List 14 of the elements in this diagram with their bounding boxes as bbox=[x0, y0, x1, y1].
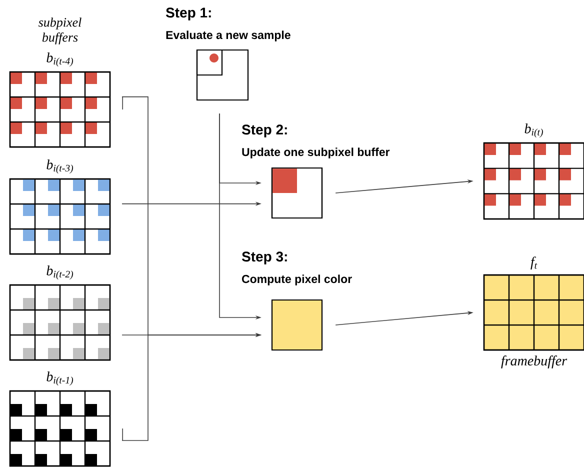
buffer-label: b$_{i(t-2)}$ bbox=[46, 266, 74, 280]
step-heading: Step 2: bbox=[242, 124, 287, 138]
buffer-label: b$_{i(t-3)}$ bbox=[46, 160, 74, 174]
step-description: Update one subpixel buffer bbox=[242, 148, 390, 158]
buffer-caption: framebuffer bbox=[501, 356, 568, 368]
step-heading: Step 3: bbox=[242, 252, 287, 264]
buffer-label: b$_{i(t-4)}$ bbox=[46, 52, 74, 66]
step-heading: Step 1: bbox=[166, 8, 211, 20]
buffer-label: b$_{i(t-1)}$ bbox=[46, 372, 74, 386]
step-description: Compute pixel color bbox=[242, 274, 352, 286]
heading-label: subpixel buffers bbox=[38, 18, 82, 44]
buffer-label: f$_{t}$ bbox=[530, 256, 538, 270]
step-description: Evaluate a new sample bbox=[166, 30, 290, 42]
buffer-label: b$_{i(t)}$ bbox=[524, 124, 543, 138]
